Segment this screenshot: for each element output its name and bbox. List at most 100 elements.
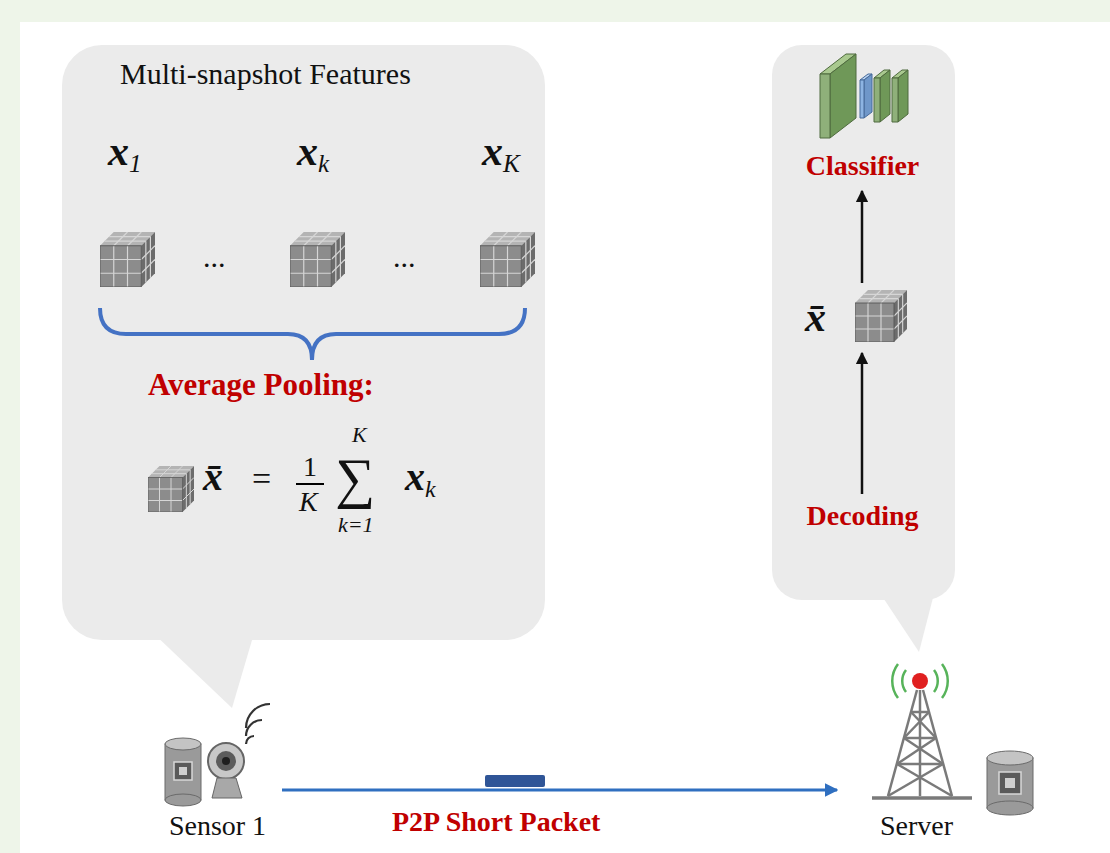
sensor-icon-part: [165, 794, 201, 806]
classifier-icon-part: [830, 54, 856, 138]
classifier-icon: [820, 54, 908, 138]
formula-numerator: 1: [303, 453, 317, 481]
feature-symbol: x̄: [805, 293, 826, 341]
speech-bubble: [772, 45, 955, 652]
heading: Multi-snapshot Features: [120, 57, 411, 92]
feature-cubes-part: [855, 290, 907, 342]
base-station-icon-part-part: [942, 664, 948, 698]
sensor-icon-part: [216, 751, 236, 771]
formula-denominator: K: [299, 488, 318, 516]
base-station-icon-part-part: [897, 738, 936, 764]
classifier-icon-part: [880, 70, 890, 122]
feature-symbol-part: k: [318, 150, 329, 177]
base-station-icon-part-part: [934, 670, 938, 692]
sensor-node: Sensor 1: [155, 700, 280, 848]
brace: [100, 308, 525, 360]
ellipsis: ...: [393, 242, 416, 272]
fraction-bar: [296, 483, 324, 485]
feature-symbol-part: x: [297, 128, 318, 174]
ellipsis: ...: [203, 242, 226, 272]
sensor-icon-part-part: [246, 704, 270, 728]
block-label: Decoding: [790, 500, 935, 532]
sensor-icon-part: [222, 757, 230, 765]
base-station-icon-part-part: [904, 738, 943, 764]
base-station-icon-part: [987, 751, 1033, 765]
sum-sign: ∑: [335, 450, 375, 506]
sensor-icon-part: [165, 738, 201, 750]
speech-bubble-part: [150, 630, 255, 708]
base-station-icon-part-part: [888, 764, 943, 796]
sensor-icon-part: [165, 744, 201, 800]
formula-term-part: x: [405, 454, 425, 499]
feature-symbol-part: 1: [129, 150, 142, 177]
base-station-icon-part: [872, 690, 972, 798]
sensor-icon-part: [208, 743, 244, 779]
sensor-icon-part-part: [246, 720, 262, 736]
base-station-icon-part: [912, 673, 928, 689]
feature-symbol: xK: [482, 130, 520, 176]
ground: [20, 22, 1110, 853]
operation-label: Average Pooling:: [148, 367, 374, 403]
feature-block: x̄: [800, 285, 912, 350]
feature-symbol-part: x: [482, 128, 503, 174]
feature-symbol: x1: [108, 130, 142, 176]
formula-term-part: k: [425, 476, 436, 502]
base-station-icon-part-part: [911, 711, 929, 714]
classifier-icon-part: [864, 74, 872, 118]
sensor-icon-part-part: [246, 736, 254, 744]
base-station-icon-part: [999, 772, 1021, 794]
formula-term: x̄: [203, 457, 223, 497]
speech-bubble-part: [772, 45, 955, 600]
feature-symbol-part: K: [503, 150, 520, 177]
base-station-icon-part-part: [902, 670, 906, 692]
base-station-icon-part-part: [872, 796, 972, 800]
connector-arrow: [861, 191, 864, 283]
base-station-icon-part-part: [904, 737, 936, 740]
classifier-icon-part: [860, 80, 864, 118]
base-station-icon-part-part: [892, 664, 898, 698]
base-station-icon-part-part: [904, 712, 929, 738]
base-station-icon-part-part: [897, 763, 943, 766]
feature-cubes: [100, 232, 907, 512]
classifier-icon-part: [898, 70, 908, 122]
base-station-icon-part: [1005, 778, 1015, 788]
decoding-block: Decoding: [790, 496, 935, 538]
classifier-block: Classifier: [790, 146, 935, 188]
node-label: Server: [880, 810, 953, 842]
node-label: Sensor 1: [155, 810, 280, 842]
base-station-icon-part-part: [911, 712, 936, 738]
base-station-icon-part: [987, 801, 1033, 815]
classifier-icon-part: [874, 78, 880, 122]
edge-label: P2P Short Packet: [392, 808, 600, 836]
server-node: Server: [840, 640, 1045, 848]
formula-term: xk: [405, 457, 436, 501]
block-label: Classifier: [790, 150, 935, 182]
sum-limit: K: [352, 424, 367, 446]
sensor-icon-part: [179, 767, 187, 775]
base-station-icon-part-part: [919, 690, 922, 796]
feature-symbol-part: x: [108, 128, 129, 174]
formula-equals: =: [252, 462, 271, 496]
feature-symbol: xk: [297, 130, 329, 176]
sensor-icon-part: [212, 778, 242, 798]
sum-limit: k=1: [338, 514, 374, 536]
classifier-icon-part: [820, 74, 830, 138]
base-station-icon-part-part: [897, 764, 952, 796]
sensor-icon-part: [246, 704, 270, 744]
speech-bubble-part: [62, 45, 545, 640]
sensor-icon: [165, 704, 270, 806]
feature-cubes-part: [148, 466, 194, 512]
feature-cubes-part: [100, 232, 155, 287]
sensor-icon-part: [174, 762, 192, 780]
base-station-icon: [872, 664, 1033, 815]
speech-bubble-part: [878, 590, 935, 652]
feature-cubes-part: [290, 232, 345, 287]
feature-cubes-part: [480, 232, 535, 287]
connector-arrow: [282, 789, 837, 792]
packet: [485, 775, 545, 787]
speech-bubble: [62, 45, 545, 708]
